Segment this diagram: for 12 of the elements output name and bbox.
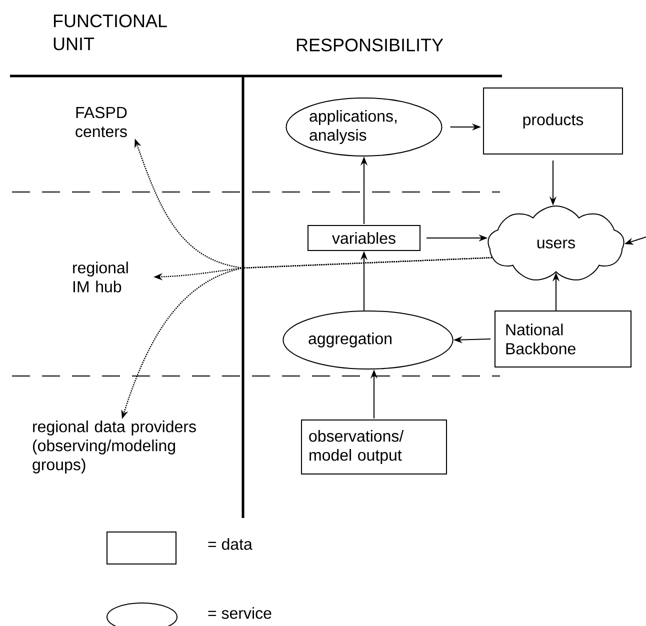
users-cloud: users	[488, 206, 624, 280]
data-box: variables	[308, 225, 420, 251]
data-box: observations/ model output	[301, 420, 447, 474]
unit-label: FASPD centers	[76, 106, 127, 138]
unit-label: regional data providers (observing/modeling groups)	[32, 420, 196, 474]
column-heading: RESPONSIBILITY	[296, 38, 444, 52]
data-box: National Backbone	[494, 310, 632, 368]
unit-label: regional IM hub	[73, 262, 128, 292]
data-box: products	[483, 88, 623, 154]
legend-label: = data	[208, 538, 252, 550]
legend-label: = service	[208, 607, 272, 619]
column-heading: FUNCTIONAL UNIT	[54, 14, 167, 50]
